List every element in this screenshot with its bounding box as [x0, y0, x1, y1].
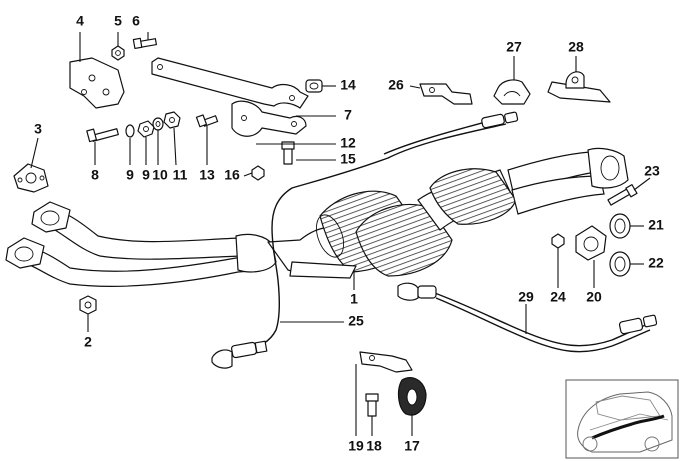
part-label-22: 22: [648, 255, 664, 271]
nut-16: [251, 165, 265, 181]
gasket-3: [13, 163, 49, 193]
car-location-inset: [565, 379, 679, 459]
part-label-18: 18: [366, 438, 382, 454]
bracket-26: [419, 83, 473, 105]
nut-24: [551, 233, 565, 249]
part-label-16: 16: [224, 167, 240, 183]
part-label-28: 28: [568, 39, 584, 55]
washer-9: [125, 124, 135, 138]
part-label-7: 7: [344, 107, 352, 123]
part-labels: 4 5 6 14 7 26 27 28 3 8 9 9 10 11 13 12 …: [34, 13, 664, 454]
bracket-12: [231, 100, 307, 137]
part-label-19: 19: [348, 438, 364, 454]
part-label-6: 6: [132, 13, 140, 29]
bolt-15: [281, 141, 295, 165]
part-label-12: 12: [340, 135, 356, 151]
clamp-27: [493, 79, 531, 105]
bracket-19: [359, 351, 413, 373]
bolt-13: [195, 114, 219, 128]
o2-sensor-wire-29: [397, 282, 658, 353]
catalytic-converter-1: [267, 147, 629, 279]
ring-22: [609, 251, 631, 277]
nut-9: [137, 120, 155, 138]
hanger-28: [547, 71, 611, 103]
bolt-18: [365, 393, 379, 417]
part-label-9-b: 9: [142, 167, 150, 183]
washer-10: [152, 117, 164, 131]
part-label-29: 29: [518, 289, 534, 305]
nut-5: [111, 45, 125, 61]
part-label-27: 27: [506, 39, 522, 55]
part-label-25: 25: [348, 313, 364, 329]
part-label-15: 15: [340, 151, 356, 167]
leader-lines: [30, 32, 651, 436]
part-label-26: 26: [388, 77, 404, 93]
rubber-ring-17: [397, 377, 427, 416]
gasket-20: [575, 225, 607, 261]
part-label-4: 4: [76, 13, 84, 29]
part-label-9-a: 9: [126, 167, 134, 183]
part-label-10: 10: [152, 167, 168, 183]
rubber-mount-14: [305, 79, 323, 93]
bolt-6: [132, 37, 157, 50]
part-label-1: 1: [350, 291, 358, 307]
part-label-2: 2: [84, 334, 92, 350]
part-label-23: 23: [644, 163, 660, 179]
part-label-8: 8: [91, 167, 99, 183]
part-label-5: 5: [114, 13, 122, 29]
front-pipes: [5, 201, 277, 287]
part-label-21: 21: [648, 217, 664, 233]
part-label-11: 11: [173, 167, 188, 183]
bracket-4: [69, 57, 125, 109]
part-label-3: 3: [34, 121, 42, 137]
part-label-13: 13: [199, 167, 215, 183]
nut-2: [79, 295, 97, 315]
part-label-24: 24: [550, 289, 566, 305]
hanger-bracket-7: [151, 57, 309, 109]
part-label-20: 20: [586, 289, 602, 305]
bolt-8: [86, 128, 119, 143]
part-label-14: 14: [340, 77, 356, 93]
part-label-17: 17: [404, 438, 420, 454]
o2-sensor-wire-25: [211, 111, 519, 369]
ring-21: [609, 213, 631, 239]
nut-11: [163, 111, 181, 129]
